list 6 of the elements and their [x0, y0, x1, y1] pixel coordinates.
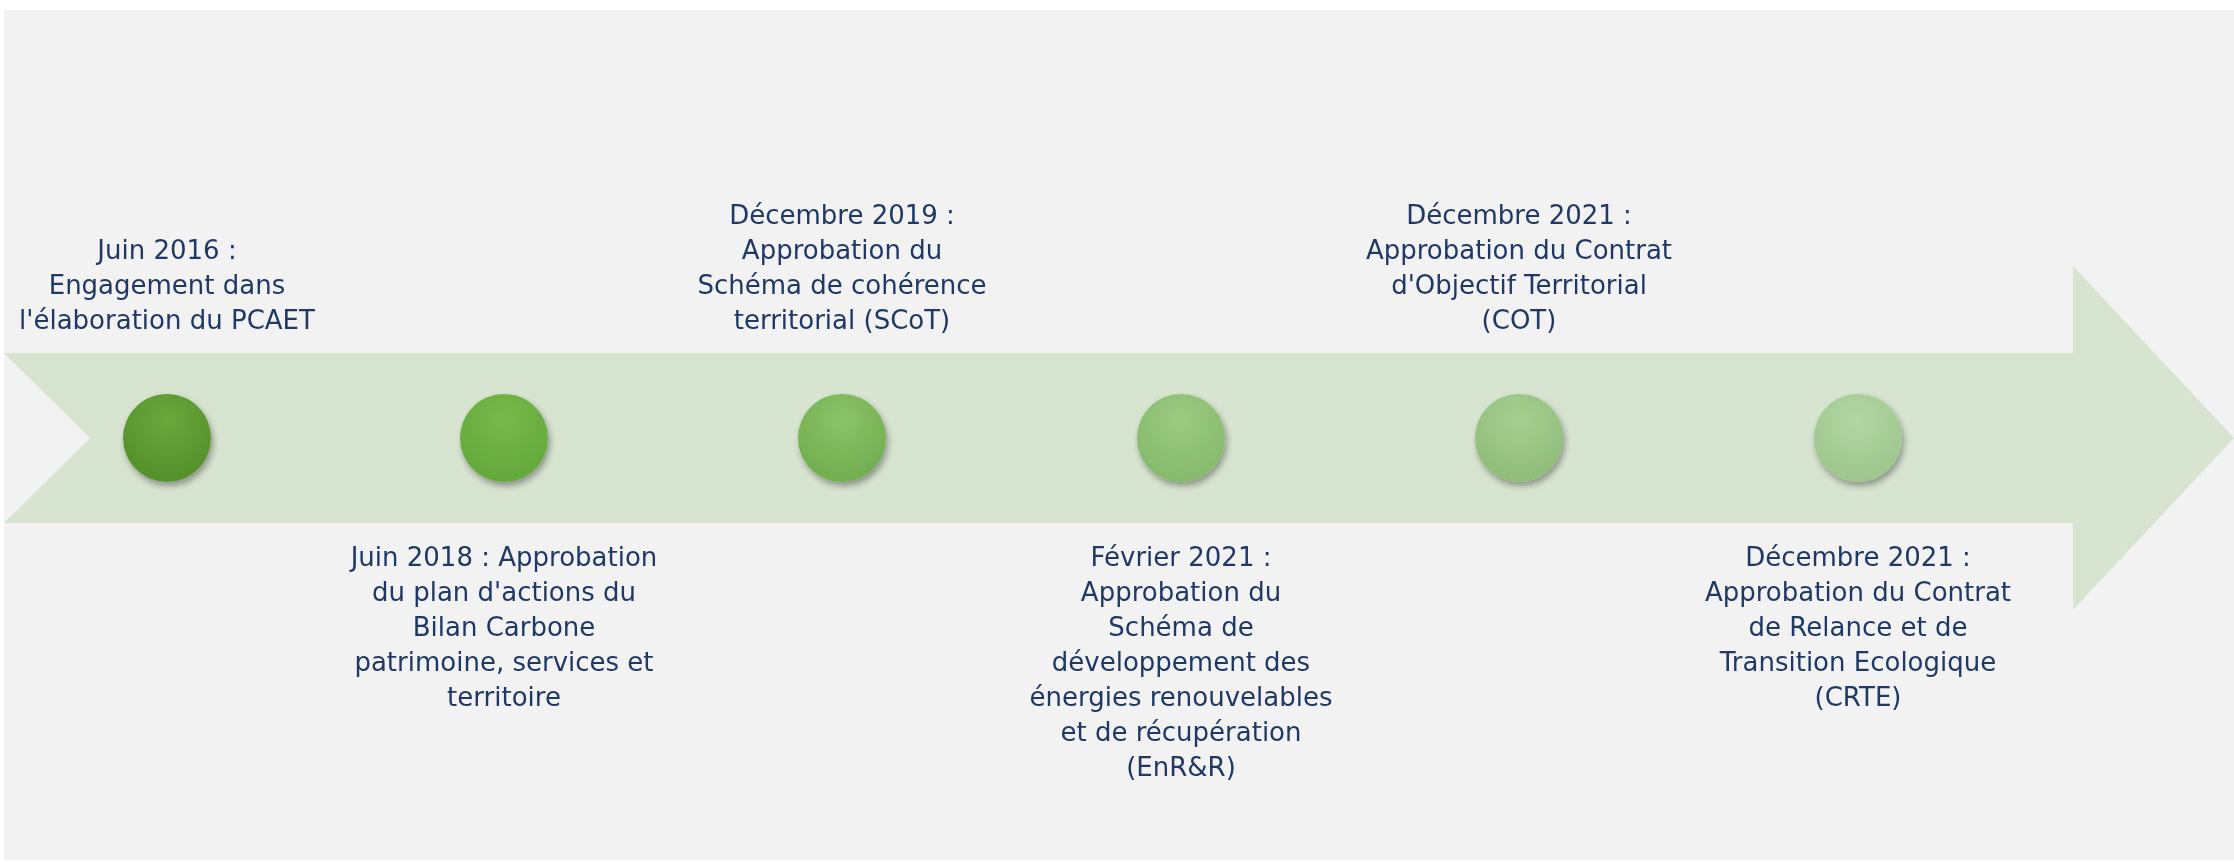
milestone-text: Juin 2018 : Approbation du plan d'actions du Bilan Carbone patrimoine, services et territoire	[349, 541, 659, 714]
milestone-text: Décembre 2021 : Approbation du Contrat de Relance et de Transition Ecologique (CRTE)	[1703, 541, 2013, 714]
milestone-text: Décembre 2019 : Approbation du Schéma de cohérence territorial (SCoT)	[696, 199, 988, 337]
milestone-text: Décembre 2021 : Approbation du Contrat d'Objectif Territorial (COT)	[1364, 199, 1674, 337]
milestone-text: Février 2021 : Approbation du Schéma de développement des énergies renouvelables et de récupération (EnR&R)	[1028, 541, 1334, 784]
milestone-text: Juin 2016 : Engagement dans l'élaboration du PCAET	[18, 234, 316, 337]
